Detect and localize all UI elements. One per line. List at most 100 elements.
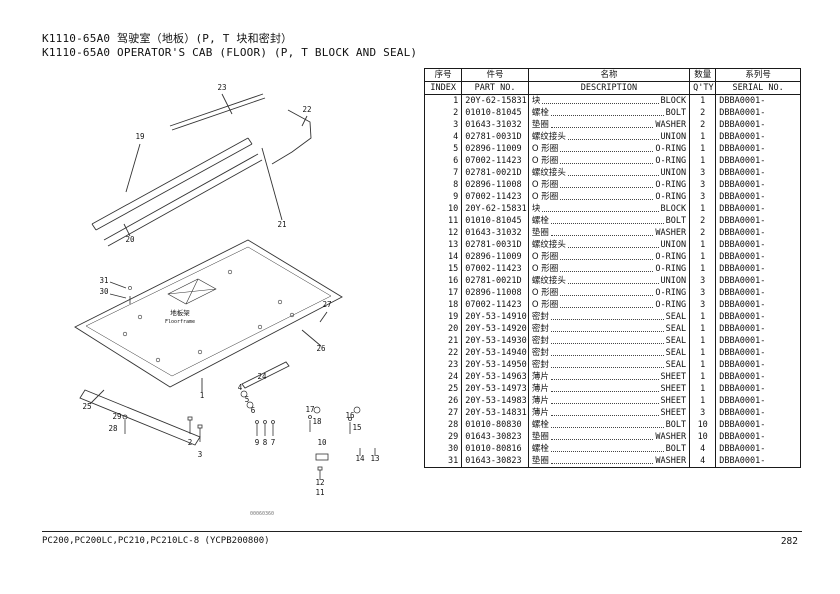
dotted-leader: [567, 139, 659, 140]
description-cn: 薄片: [531, 396, 549, 406]
dotted-leader: [567, 175, 659, 176]
description-cn: O 形圈: [531, 288, 559, 298]
drawing-number: 00060360: [250, 511, 274, 517]
callout-number-31: 31: [99, 276, 108, 285]
dotted-leader: [560, 295, 654, 296]
description-cn: 密封: [531, 348, 549, 358]
cell-qty: 4: [689, 455, 717, 468]
description-en: UNION: [660, 240, 687, 250]
dotted-leader: [550, 427, 664, 428]
cell-qty: 10: [689, 419, 717, 431]
cell-index: 29: [423, 431, 463, 443]
description-en: BOLT: [665, 108, 687, 118]
dotted-leader: [550, 439, 654, 440]
parts-table-header: 序号 件号 名称 数量 系列号 INDEX PART NO. DESCRIPTI…: [423, 68, 801, 95]
callout-number-26: 26: [316, 344, 326, 353]
cell-qty: 3: [689, 191, 717, 203]
callout-number-17: 17: [305, 405, 314, 414]
cell-index: 3: [423, 119, 463, 131]
description-en: UNION: [660, 132, 687, 142]
cell-serial: DBBA0001-: [715, 119, 801, 131]
description-cn: O 形圈: [531, 264, 559, 274]
cell-qty: 3: [689, 179, 717, 191]
page-title-cn: K1110-65A0 驾驶室（地板）(P, T 块和密封）: [42, 32, 293, 45]
footer-divider: [42, 531, 802, 532]
cell-part-no: 20Y-62-15831: [461, 94, 529, 107]
leader-19: [125, 143, 141, 193]
cell-index: 30: [423, 443, 463, 455]
dotted-leader: [550, 379, 659, 380]
cell-serial: DBBA0001-: [715, 359, 801, 371]
cell-index: 5: [423, 143, 463, 155]
dotted-leader: [560, 187, 654, 188]
mount-box: [167, 278, 217, 305]
description-cn: 垫圈: [531, 120, 549, 130]
callout-number-20: 20: [125, 235, 135, 244]
description-en: SHEET: [660, 396, 687, 406]
description-cn: O 形圈: [531, 192, 559, 202]
callout-number-6: 6: [251, 406, 256, 415]
description-cn: 垫圈: [531, 228, 549, 238]
callout-number-8: 8: [263, 438, 268, 447]
cell-qty: 1: [689, 203, 717, 215]
cell-qty: 1: [689, 383, 717, 395]
description-en: WASHER: [655, 456, 687, 466]
cell-part-no: 07002-11423: [461, 263, 529, 275]
description-en: UNION: [660, 276, 687, 286]
dotted-leader: [560, 199, 654, 200]
callout-number-25: 25: [82, 402, 91, 411]
cell-qty: 3: [689, 407, 717, 419]
description-cn: 块: [531, 204, 541, 214]
description-cn: O 形圈: [531, 252, 559, 262]
floor-plate-outline: [74, 239, 343, 388]
dotted-leader: [550, 367, 664, 368]
cell-serial: DBBA0001-: [715, 191, 801, 203]
header-part-en: PART NO.: [461, 81, 529, 95]
cell-part-no: 02781-0031D: [461, 239, 529, 251]
cell-index: 6: [423, 155, 463, 167]
cell-index: 25: [423, 383, 463, 395]
cell-qty: 2: [689, 107, 717, 119]
header-desc-en: DESCRIPTION: [527, 81, 691, 95]
description-en: BOLT: [665, 444, 687, 454]
cell-index: 26: [423, 395, 463, 407]
cell-index: 21: [423, 335, 463, 347]
description-en: BOLT: [665, 420, 687, 430]
description-cn: O 形圈: [531, 156, 559, 166]
header-serial-cn: 系列号: [715, 68, 801, 82]
description-en: WASHER: [655, 228, 687, 238]
cell-index: 31: [423, 455, 463, 468]
cell-qty: 3: [689, 299, 717, 311]
cell-index: 16: [423, 275, 463, 287]
cell-part-no: 07002-11423: [461, 299, 529, 311]
cell-serial: DBBA0001-: [715, 239, 801, 251]
cell-index: 23: [423, 359, 463, 371]
hardware-washer-31: [128, 286, 132, 290]
description-en: O-RING: [655, 144, 687, 154]
description-en: BLOCK: [660, 96, 687, 106]
cell-part-no: 20Y-53-14940: [461, 347, 529, 359]
cell-serial: DBBA0001-: [715, 167, 801, 179]
callout-number-1: 1: [200, 391, 205, 400]
callout-number-11: 11: [315, 488, 324, 497]
